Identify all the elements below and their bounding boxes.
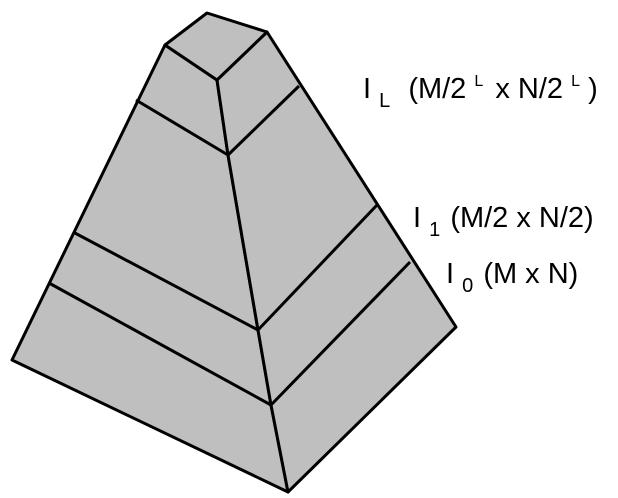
level-line-1	[72, 203, 379, 332]
label-top-open: (M/2	[408, 73, 466, 105]
label-top-base: I	[363, 73, 371, 105]
level-line-0	[48, 260, 412, 407]
label-level0-text: (M x N)	[483, 258, 578, 290]
label-top-sub: L	[379, 90, 390, 112]
label-top-sup1: L	[474, 73, 483, 90]
label-level0-sub: 0	[462, 275, 473, 297]
label-level-1: I 1 (M/2 x N/2)	[413, 202, 594, 243]
level-line-top	[135, 84, 301, 157]
pyramid-top-cap	[163, 11, 269, 82]
label-level1-base: I	[413, 202, 421, 234]
label-level0-base: I	[446, 258, 454, 290]
label-level-0: I 0 (M x N)	[446, 258, 578, 299]
label-level1-sub: 1	[429, 219, 440, 241]
label-top-close: )	[588, 73, 598, 105]
pyramid-right-face	[215, 30, 458, 494]
label-level1-text: (M/2 x N/2)	[450, 202, 593, 234]
label-top-sup2: L	[571, 73, 580, 90]
label-level-top: I L (M/2 L x N/2 L )	[363, 61, 598, 114]
label-top-mid: x N/2	[495, 73, 563, 105]
